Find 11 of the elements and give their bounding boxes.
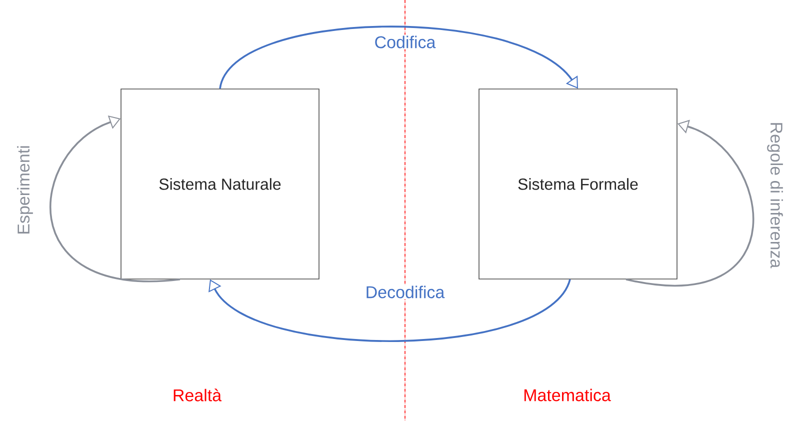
- edge-label: Codifica: [373, 34, 437, 50]
- region-label: Realtà: [174, 388, 222, 402]
- curved-arrow: [219, 26, 578, 89]
- system-box: Sistema Formale: [478, 88, 678, 280]
- system-box: Sistema Naturale: [120, 88, 320, 280]
- edge-label: Esperimenti: [16, 144, 34, 236]
- region-label: Matematica: [524, 388, 611, 402]
- edge-label: Decodifica: [364, 284, 446, 300]
- edge-label: Regole di inferenza: [766, 120, 784, 270]
- curved-arrow: [50, 115, 180, 282]
- curved-arrow: [208, 278, 571, 342]
